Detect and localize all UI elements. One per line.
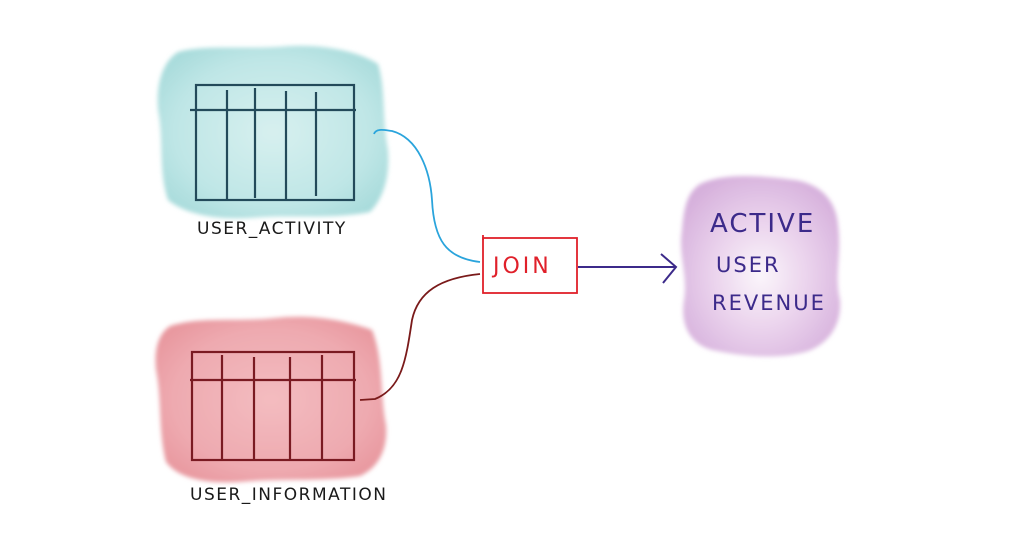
join-label: JOIN <box>491 254 552 279</box>
node-label: USER_ACTIVITY <box>197 219 347 239</box>
edge-user-information-to-join <box>359 273 481 401</box>
red-watercolor-blob <box>155 316 387 483</box>
result-label-line-2: USER <box>716 253 781 277</box>
result-label-line-3: REVENUE <box>712 291 826 315</box>
purple-watercolor-blob <box>681 176 841 357</box>
edge-user-activity-to-join <box>373 128 481 263</box>
arrowhead-icon <box>660 253 678 284</box>
table-node-user-information[interactable]: USER_INFORMATION <box>155 316 388 505</box>
table-grid-icon <box>190 350 356 462</box>
join-box <box>482 237 578 294</box>
teal-watercolor-blob <box>157 45 389 219</box>
join-operation-node[interactable]: JOIN <box>482 235 578 294</box>
table-node-user-activity[interactable]: USER_ACTIVITY <box>157 45 389 239</box>
result-node-active-user-revenue[interactable]: ACTIVE USER REVENUE <box>681 176 841 357</box>
edge-join-to-output <box>578 253 678 284</box>
result-label-line-1: ACTIVE <box>710 209 815 239</box>
node-label: USER_INFORMATION <box>190 485 387 505</box>
table-grid-icon <box>190 83 356 202</box>
